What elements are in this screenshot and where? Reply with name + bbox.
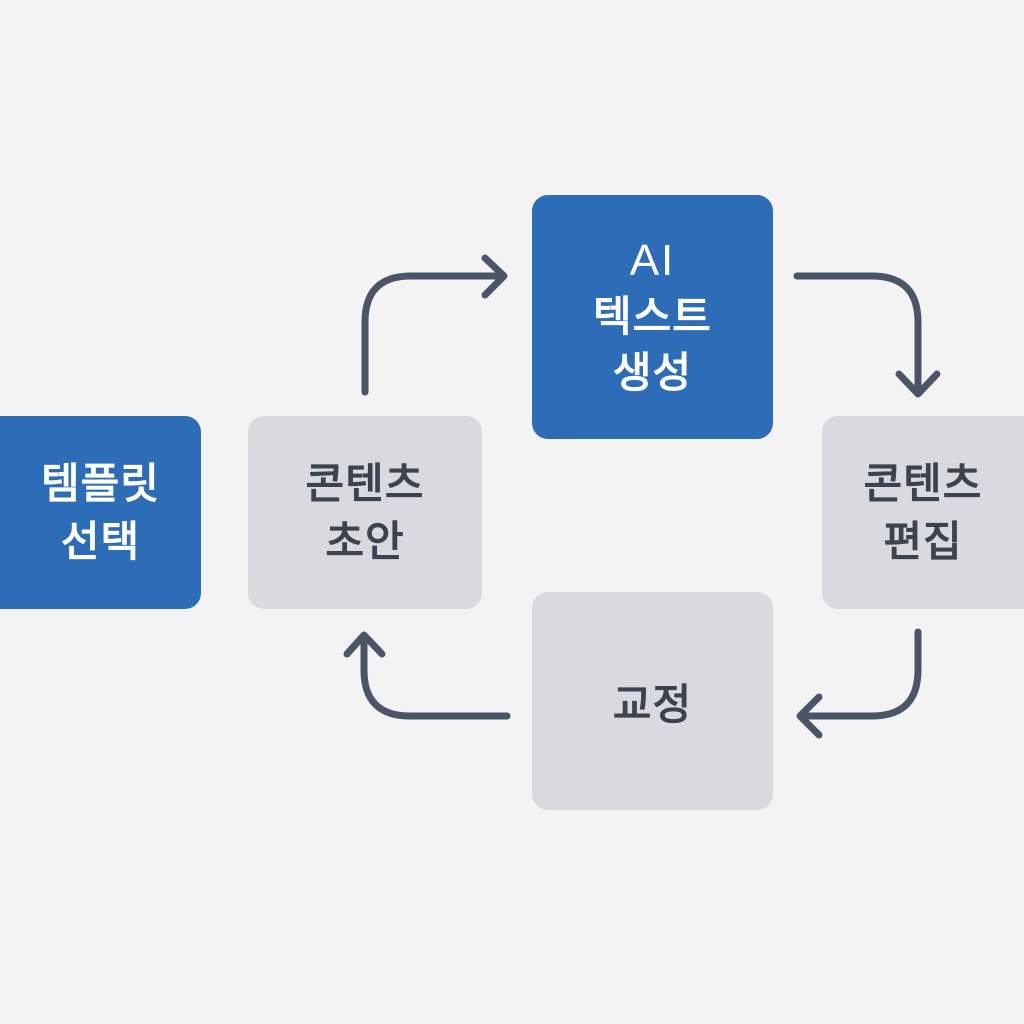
arrowhead-draft-to-ai (481, 254, 508, 299)
arrow-ai-to-edit (793, 272, 922, 395)
node-label-line: 교정 (612, 679, 693, 729)
node-label-line: 초안 (325, 516, 405, 566)
arrowhead-proof-to-draft (343, 631, 386, 658)
node-label-line: 템플릿 (41, 458, 160, 508)
arrowhead-ai-to-edit (895, 370, 941, 398)
node-label-line: 편집 (883, 516, 963, 566)
node-label-line: 텍스트 (593, 292, 712, 341)
arrowhead-edit-to-proof (796, 693, 823, 739)
content-draft-node: 콘텐츠 초안 (248, 416, 482, 609)
ai-text-generation-node: AI 텍스트 생성 (532, 195, 773, 439)
node-label-line: AI (629, 236, 676, 285)
arrow-proof-to-draft (360, 633, 511, 720)
node-label-line: 생성 (612, 348, 693, 397)
arrow-draft-to-ai (361, 272, 507, 396)
arrow-edit-to-proof (799, 628, 922, 720)
template-select-node: 템플릿 선택 (0, 416, 201, 609)
node-label-line: 선택 (60, 516, 141, 566)
content-edit-node: 콘텐츠 편집 (822, 416, 1024, 609)
proofreading-node: 교정 (532, 592, 773, 810)
node-label-line: 콘텐츠 (305, 458, 425, 508)
node-label-line: 콘텐츠 (863, 458, 983, 508)
